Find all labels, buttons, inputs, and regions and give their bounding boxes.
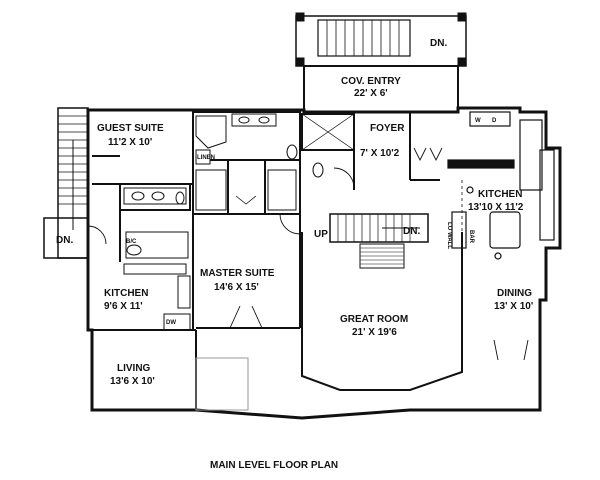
living-name: LIVING <box>117 363 151 374</box>
lower-deck-lines <box>195 357 249 411</box>
great-room-name: GREAT ROOM <box>340 314 408 325</box>
plan-caption: MAIN LEVEL FLOOR PLAN <box>210 460 338 471</box>
kitchen-suite-dims: 9'6 X 11' <box>104 301 143 312</box>
cov-entry-dims: 22' X 6' <box>354 88 388 99</box>
interior-walls <box>92 110 463 410</box>
kitchen-main-name: KITCHEN <box>478 189 522 200</box>
guest-suite-name: GUEST SUITE <box>97 123 164 134</box>
bar-label: BAR <box>468 230 474 244</box>
guest-suite-dims: 11'2 X 10' <box>108 137 152 148</box>
lo-wall-label: LO WALL <box>446 222 452 249</box>
room-labels: GUEST SUITE 11'2 X 10' FOYER 7' X 10'2 K… <box>97 123 533 387</box>
bc-label: B/C <box>126 239 137 245</box>
main-stair-up-label: UP <box>314 229 328 240</box>
left-stair-down-label: DN. <box>56 235 73 246</box>
dw-label: DW <box>166 320 176 326</box>
kitchen-suite-name: KITCHEN <box>104 288 148 299</box>
master-suite-dims: 14'6 X 15' <box>214 282 259 293</box>
dining-name: DINING <box>497 288 532 299</box>
exterior-walls <box>86 106 562 420</box>
main-kitchen-fixtures <box>447 111 555 340</box>
foyer-dims: 7' X 10'2 <box>360 148 400 159</box>
door-swings <box>87 147 529 361</box>
washer-label: W <box>475 118 481 124</box>
cov-entry-name: COV. ENTRY <box>341 76 401 87</box>
living-dims: 13'6 X 10' <box>110 376 155 387</box>
dining-dims: 13' X 10' <box>494 301 533 312</box>
foyer-name: FOYER <box>370 123 405 134</box>
top-stair-down-label: DN. <box>430 38 447 49</box>
dryer-label: D <box>492 118 497 124</box>
master-suite-name: MASTER SUITE <box>200 268 275 279</box>
main-stair-down-label: DN. <box>403 226 420 237</box>
kitchen-main-dims: 13'10 X 11'2 <box>468 202 524 213</box>
main-interior-stair <box>329 213 429 269</box>
great-room-dims: 21' X 19'6 <box>352 327 397 338</box>
linen-label: LINEN <box>197 155 215 161</box>
guest-suite-fixtures <box>123 187 191 331</box>
master-bath-fixtures <box>195 113 324 211</box>
